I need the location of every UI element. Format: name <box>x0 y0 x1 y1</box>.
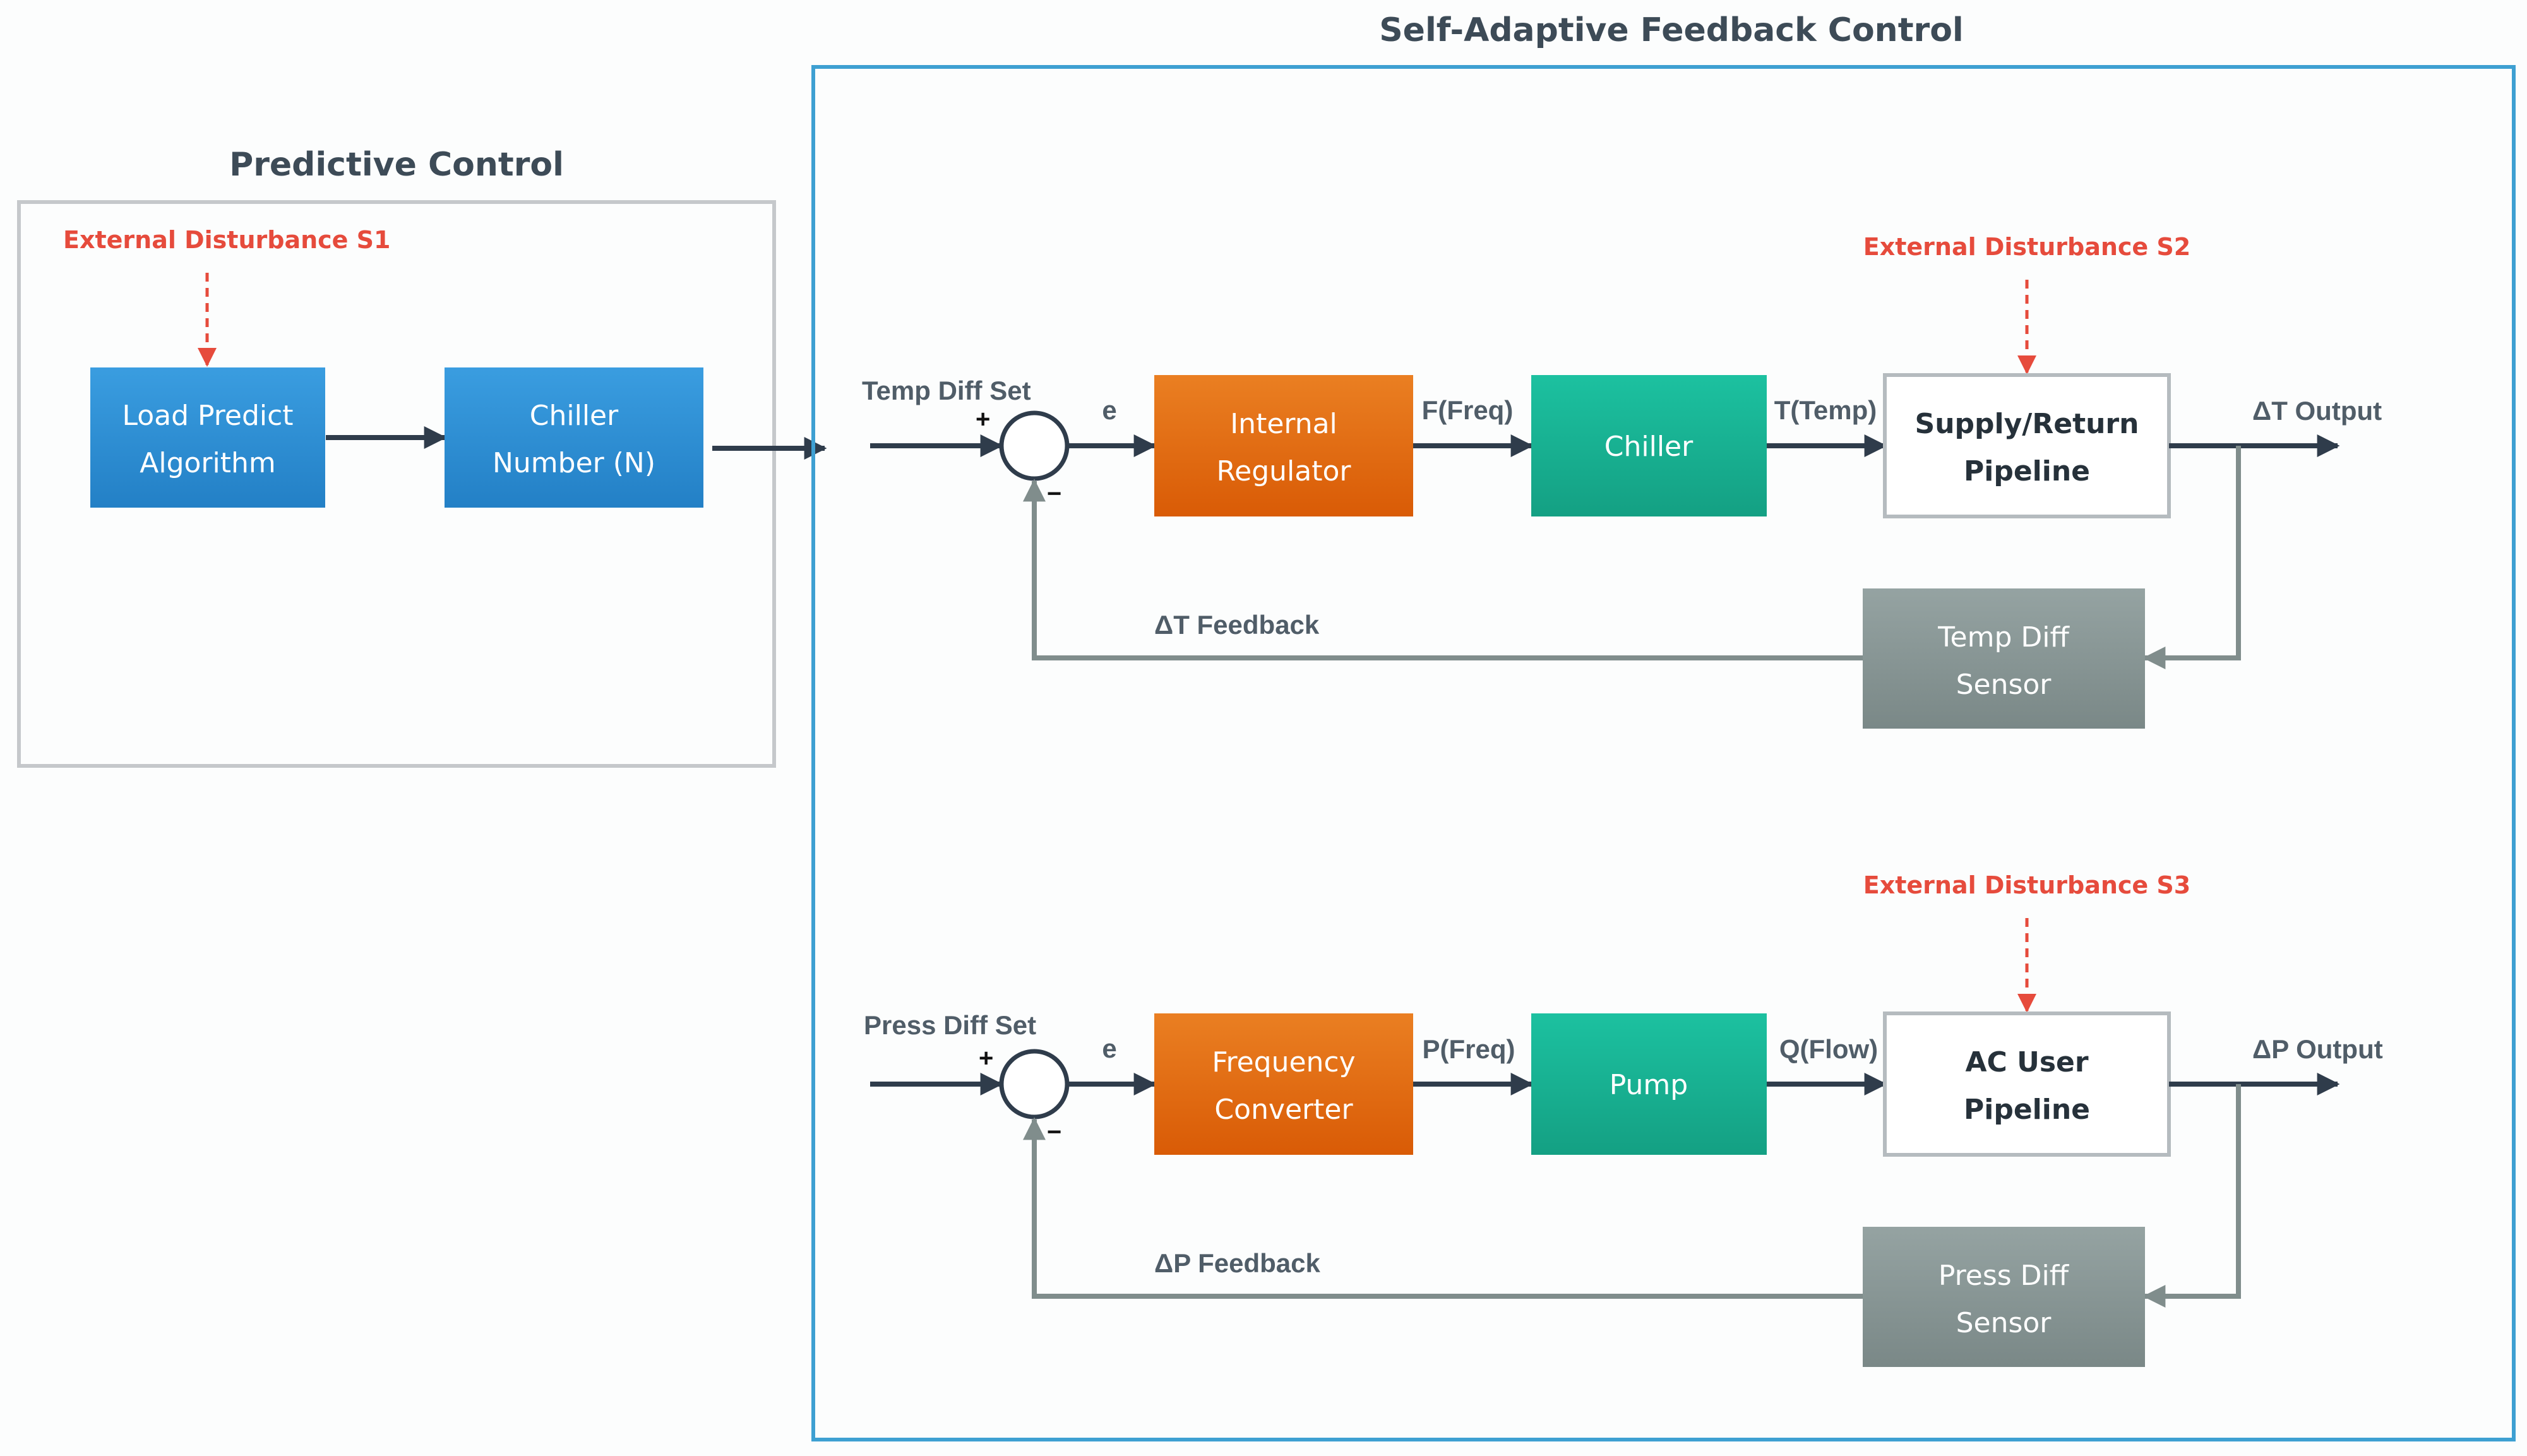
temp-diff-sensor-block: Temp Diff Sensor <box>1863 588 2145 729</box>
temp-loop: Temp Diff Set + − e Internal Regulator F… <box>862 233 2382 729</box>
disturbance-s3-label: External Disturbance S3 <box>1863 871 2190 899</box>
feedback-control-title: Self-Adaptive Feedback Control <box>1379 11 1964 49</box>
ac-user-pipeline-block: AC User Pipeline <box>1883 1011 2171 1157</box>
chiller-number-label-line1: Chiller <box>530 400 619 432</box>
temp-sensor-input-arrow <box>2142 446 2241 669</box>
temp-minus-sign: − <box>1047 480 1061 508</box>
press-feedback-arrow <box>1023 1117 1863 1299</box>
press-actuator-output-label: Q(Flow) <box>1779 1034 1878 1064</box>
supply-return-pipeline-block: Supply/Return Pipeline <box>1883 373 2171 518</box>
temp-error-label: e <box>1102 395 1116 425</box>
predictive-control-title: Predictive Control <box>229 146 564 184</box>
frequency-converter-label-line1: Frequency <box>1212 1046 1355 1078</box>
press-diff-sensor-block: Press Diff Sensor <box>1863 1227 2145 1367</box>
press-diff-sensor-label-line2: Sensor <box>1956 1307 2052 1339</box>
press-minus-sign: − <box>1047 1118 1061 1146</box>
pump-block: Pump <box>1531 1013 1767 1155</box>
temp-feedback-arrow <box>1023 479 1863 660</box>
load-predict-label-line1: Load Predict <box>122 400 293 432</box>
temp-actuator-output-label: T(Temp) <box>1774 395 1877 425</box>
press-plus-sign: + <box>979 1044 993 1072</box>
load-predict-label-line2: Algorithm <box>140 447 276 479</box>
temp-setpoint-label: Temp Diff Set <box>862 376 1031 405</box>
disturbance-s1-label: External Disturbance S1 <box>63 226 390 254</box>
pump-label: Pump <box>1610 1069 1688 1101</box>
temp-feedback-label: ΔT Feedback <box>1154 610 1320 640</box>
press-setpoint-label: Press Diff Set <box>864 1010 1036 1040</box>
temp-diff-sensor-label-line1: Temp Diff <box>1937 621 2070 653</box>
ac-user-pipeline-label-line2: Pipeline <box>1964 1094 2090 1126</box>
temp-control-signal-label: F(Freq) <box>1422 395 1514 425</box>
internal-regulator-label-line1: Internal <box>1230 408 1337 440</box>
disturbance-s2-label: External Disturbance S2 <box>1863 233 2190 261</box>
press-output-label: ΔP Output <box>2252 1034 2383 1064</box>
chiller-label: Chiller <box>1604 431 1694 463</box>
ac-user-pipeline-label-line1: AC User <box>1965 1046 2088 1078</box>
temp-diff-sensor-label-line2: Sensor <box>1956 669 2052 701</box>
feedback-control-frame <box>811 65 2516 1441</box>
chiller-block: Chiller <box>1531 375 1767 516</box>
press-feedback-label: ΔP Feedback <box>1154 1248 1321 1278</box>
press-diff-sensor-label-line1: Press Diff <box>1939 1260 2070 1292</box>
predictive-control-frame <box>17 200 776 768</box>
frequency-converter-block: Frequency Converter <box>1154 1013 1413 1155</box>
supply-return-pipeline-label-line1: Supply/Return <box>1915 408 2139 440</box>
press-sensor-input-arrow <box>2142 1084 2241 1308</box>
temp-summing-junction <box>999 410 1070 481</box>
chiller-number-label-line2: Number (N) <box>493 447 655 479</box>
load-predict-block: Load Predict Algorithm <box>90 367 325 508</box>
press-loop: Press Diff Set + − e Frequency Converter… <box>864 871 2383 1367</box>
temp-plus-sign: + <box>976 405 990 433</box>
supply-return-pipeline-label-line2: Pipeline <box>1964 455 2090 487</box>
press-control-signal-label: P(Freq) <box>1423 1034 1515 1064</box>
press-summing-junction <box>999 1049 1070 1119</box>
chiller-number-block: Chiller Number (N) <box>445 367 703 508</box>
press-error-label: e <box>1102 1034 1116 1063</box>
internal-regulator-label-line2: Regulator <box>1217 455 1352 487</box>
frequency-converter-label-line2: Converter <box>1214 1094 1353 1126</box>
internal-regulator-block: Internal Regulator <box>1154 375 1413 516</box>
temp-output-label: ΔT Output <box>2252 396 2382 426</box>
